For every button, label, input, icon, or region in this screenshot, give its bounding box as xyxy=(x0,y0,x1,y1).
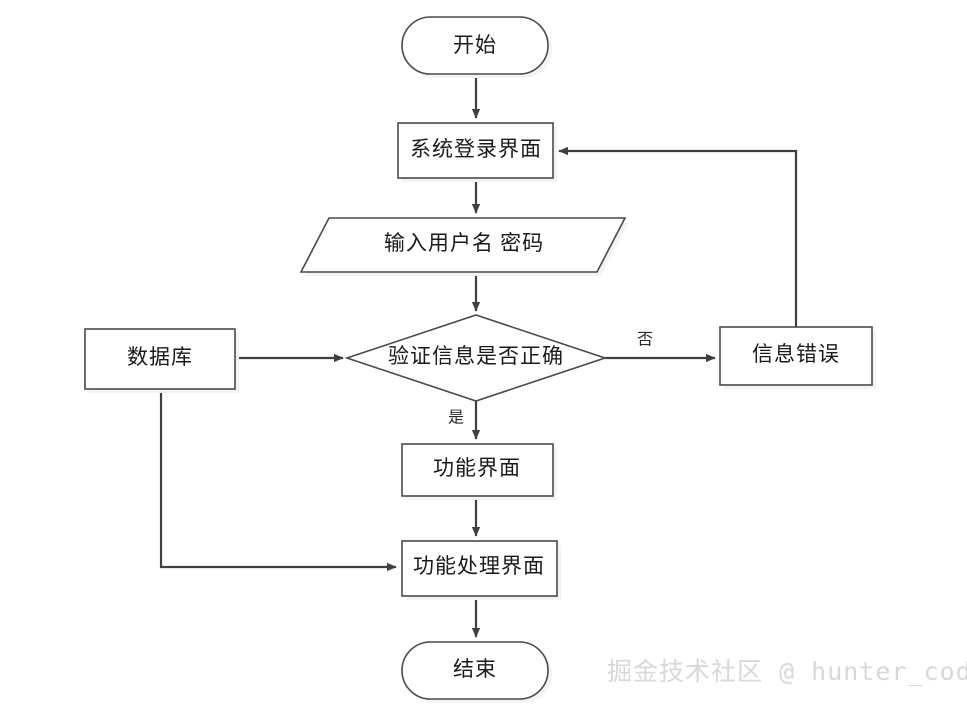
node-input-credentials[interactable]: 输入用户名 密码 xyxy=(299,217,629,276)
edges-layer xyxy=(159,76,798,638)
node-info-error-shape xyxy=(719,326,873,386)
watermark: 掘金技术社区 @ hunter_code xyxy=(607,657,967,686)
node-function-screen[interactable]: 功能界面 xyxy=(401,443,557,500)
node-end-shape xyxy=(401,641,549,700)
node-verify-decision[interactable]: 验证信息是否正确 xyxy=(344,314,608,402)
node-end[interactable]: 结束 xyxy=(401,641,552,703)
node-verify-decision-label: 验证信息是否正确 xyxy=(388,344,564,368)
node-function-process-screen-shape xyxy=(401,540,558,597)
node-function-process-screen[interactable]: 功能处理界面 xyxy=(401,540,561,600)
edge-label-yes: 是 xyxy=(448,410,464,427)
node-verify-decision-shape xyxy=(344,314,608,402)
node-database-label: 数据库 xyxy=(127,345,193,369)
node-database-shape xyxy=(84,328,236,390)
node-login-screen[interactable]: 系统登录界面 xyxy=(397,122,557,182)
node-function-process-screen-label: 功能处理界面 xyxy=(413,554,545,578)
node-database[interactable]: 数据库 xyxy=(84,328,239,393)
node-function-screen-shape xyxy=(401,443,554,497)
node-end-label: 结束 xyxy=(453,657,497,681)
node-input-credentials-label: 输入用户名 密码 xyxy=(384,231,544,255)
node-login-screen-shape xyxy=(397,122,554,179)
node-start-shape xyxy=(401,16,549,75)
edge-error-to-login xyxy=(558,146,798,327)
edge-label-no: 否 xyxy=(637,332,653,349)
edge-database-to-process xyxy=(159,393,397,572)
node-info-error[interactable]: 信息错误 xyxy=(719,326,876,389)
node-info-error-label: 信息错误 xyxy=(752,342,840,366)
node-function-screen-label: 功能界面 xyxy=(433,456,521,480)
node-login-screen-label: 系统登录界面 xyxy=(410,137,542,161)
node-start-label: 开始 xyxy=(453,33,497,57)
edge-labels-layer: 否 是 xyxy=(448,332,653,427)
node-input-credentials-shape xyxy=(299,217,627,273)
node-start[interactable]: 开始 xyxy=(401,16,552,78)
